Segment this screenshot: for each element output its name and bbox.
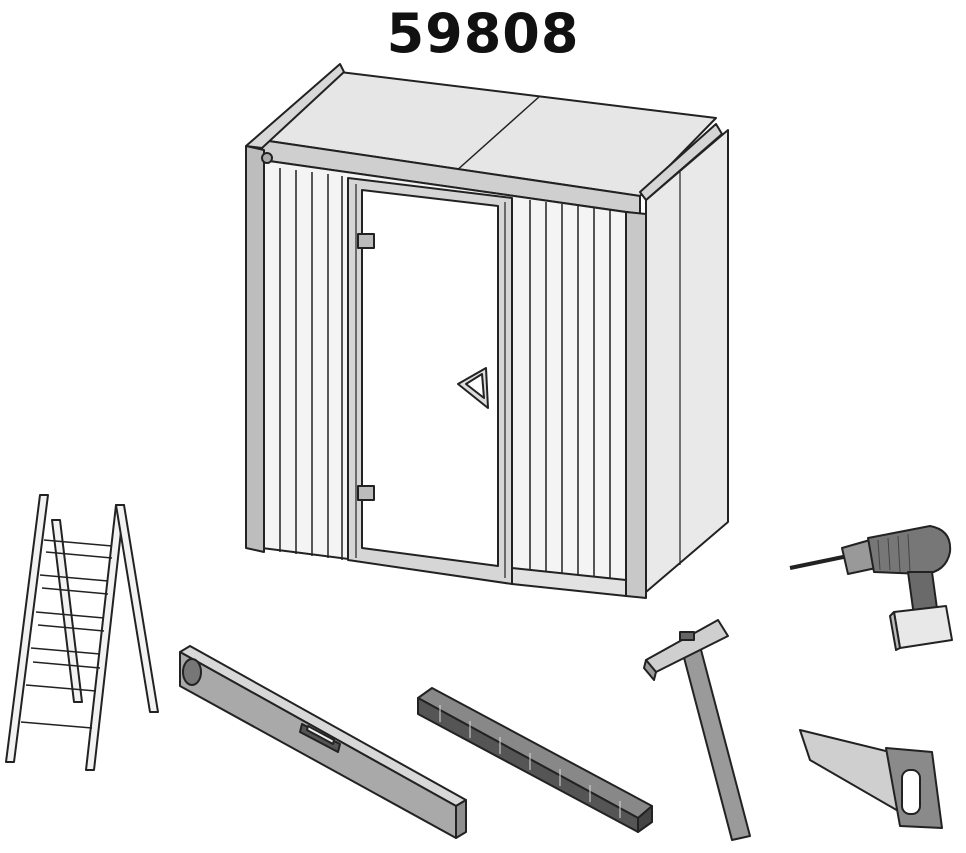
folding-ruler-icon bbox=[417, 687, 653, 833]
shed-illustration bbox=[245, 63, 729, 599]
hammer-icon bbox=[643, 619, 751, 841]
model-number: 59808 bbox=[386, 2, 580, 65]
ladder-icon bbox=[5, 494, 159, 771]
drill-icon bbox=[789, 525, 953, 651]
hand-saw-icon bbox=[799, 729, 943, 829]
spirit-level-icon bbox=[179, 645, 467, 839]
